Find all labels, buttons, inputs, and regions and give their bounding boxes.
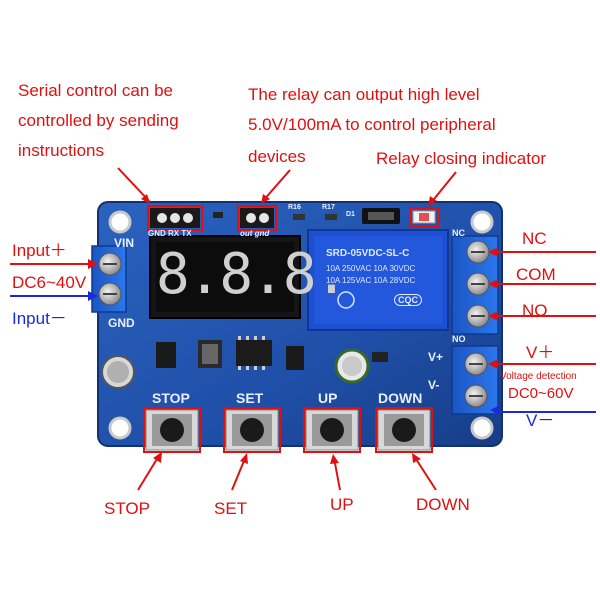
- annotation-arrows: [10, 167, 596, 491]
- pcb-set-label: SET: [236, 390, 264, 406]
- annotation-input-voltage: DC6~40V: [12, 273, 87, 292]
- annotation-v-plus: V＋: [526, 343, 555, 362]
- pcb-r17-label: R17: [322, 204, 335, 211]
- annotation-no: NO: [522, 301, 548, 320]
- serial-header: [150, 208, 200, 228]
- annotation-input-plus: Input＋: [12, 241, 67, 260]
- annotation-set: SET: [214, 499, 248, 518]
- input-terminal: [91, 245, 127, 313]
- pcb-vin-label: VIN: [114, 236, 135, 250]
- annotation-down: DOWN: [416, 495, 470, 514]
- annotation-v-minus: V－: [526, 411, 555, 430]
- button-up: [305, 409, 359, 451]
- pcb-no-label: NO: [452, 334, 466, 344]
- highlight-boxes: [143, 205, 439, 453]
- annotation-nc: NC: [522, 229, 547, 248]
- button-stop: [145, 409, 199, 451]
- pcb-up-label: UP: [318, 390, 338, 406]
- annotation-serial-1: Serial control can be: [18, 81, 173, 100]
- annotation-serial-2: controlled by sending: [18, 111, 179, 130]
- pcb-d1-label: D1: [346, 211, 355, 218]
- pcb-vminus-label: V-: [428, 378, 440, 392]
- annotation-voltage-detection: Voltage detection: [500, 371, 577, 382]
- relay-brand: CQC: [394, 294, 422, 306]
- button-set: [225, 409, 279, 451]
- annotation-input-minus: Input－: [12, 309, 67, 328]
- relay-spec-1: 10A 250VAC 10A 30VDC: [326, 264, 416, 273]
- relay-model: SRD-05VDC-SL-C: [326, 248, 410, 259]
- annotation-relay-output-3: devices: [248, 147, 306, 166]
- pcb-stop-label: STOP: [152, 390, 190, 406]
- annotation-relay-output-2: 5.0V/100mA to control peripheral: [248, 115, 496, 134]
- pcb-down-label: DOWN: [378, 390, 423, 406]
- out-header: [240, 208, 274, 228]
- relay-spec-2: 10A 125VAC 10A 28VDC: [326, 276, 416, 285]
- relay-printed-text: SRD-05VDC-SL-C 10A 250VAC 10A 30VDC 10A …: [318, 240, 438, 320]
- annotation-detect-range: DC0~60V: [508, 385, 574, 402]
- pcb-r16-label: R16: [288, 204, 301, 211]
- button-down: [377, 409, 431, 451]
- display-readout: 8.8.8.: [156, 242, 348, 307]
- pcb-nc-label: NC: [452, 228, 465, 238]
- annotation-up: UP: [330, 495, 354, 514]
- annotation-relay-indicator: Relay closing indicator: [376, 149, 547, 168]
- pcb-serial-label: GND RX TX: [148, 229, 192, 238]
- annotation-com: COM: [516, 265, 556, 284]
- detect-terminal: [451, 345, 499, 415]
- annotation-stop: STOP: [104, 499, 150, 518]
- pcb-vplus-label: V+: [428, 350, 444, 364]
- mounting-holes: [108, 210, 494, 440]
- annotation-serial-3: instructions: [18, 141, 104, 160]
- pcb-out-label: out gnd: [240, 229, 270, 238]
- pcb-gnd-label: GND: [108, 316, 135, 330]
- annotation-relay-output-1: The relay can output high level: [248, 85, 480, 104]
